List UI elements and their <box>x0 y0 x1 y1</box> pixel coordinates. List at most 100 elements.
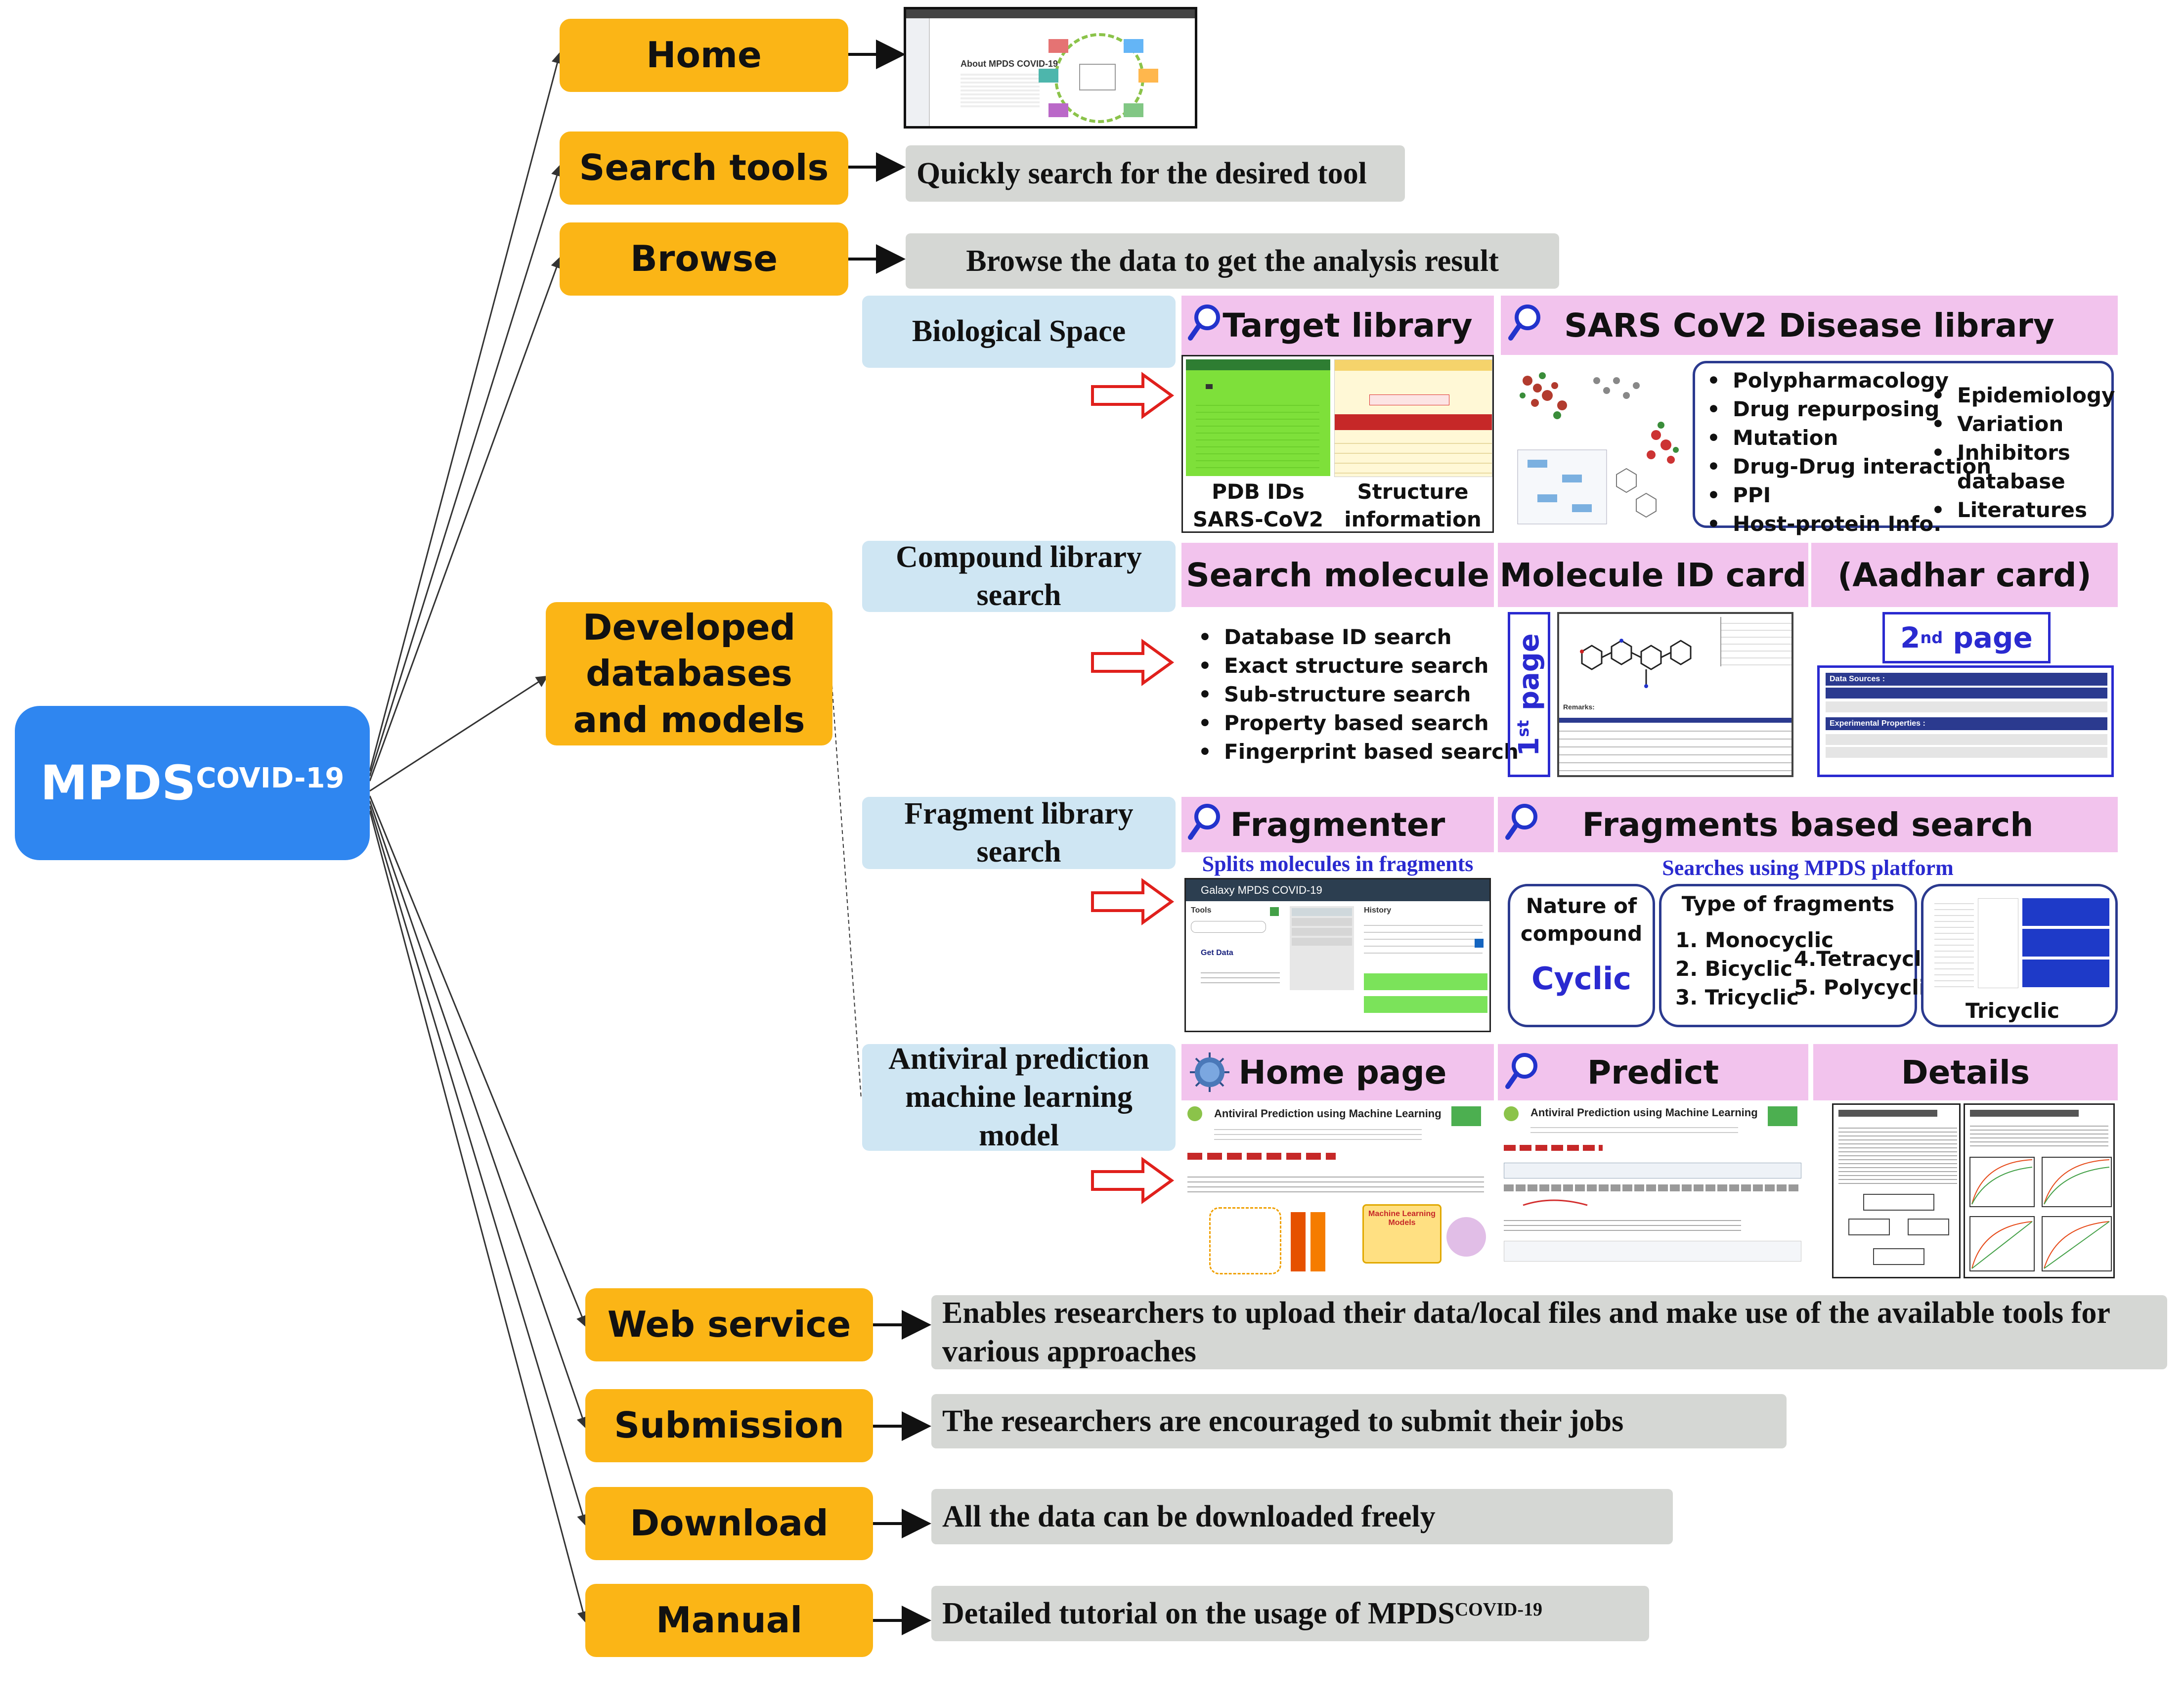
red-right-arrow-icon <box>1091 372 1175 1204</box>
disease-list-item: Variation <box>1931 410 2115 438</box>
fragments-search-subtitle: Searches using MPDS platform <box>1662 856 1954 880</box>
compound-library-label: Compound library search <box>862 540 1176 612</box>
molecule-id-card-header: Molecule ID card <box>1498 543 1808 607</box>
fragments-search-title: Fragments based search <box>1582 805 2034 844</box>
fragment-library-label: Fragment library search <box>862 797 1176 869</box>
submission-description: The researchers are encouraged to submit… <box>931 1394 1787 1448</box>
fragment-type-item: 3. Tricyclic <box>1675 985 1799 1009</box>
disease-library-header: SARS CoV2 Disease library <box>1501 296 2118 355</box>
disease-list-item: Inhibitors database <box>1931 438 2070 496</box>
disease-list-item: Mutation <box>1707 424 1991 452</box>
molecule-card-first-page: Remarks: <box>1557 612 1793 777</box>
second-page-number: 2 <box>1900 621 1921 655</box>
molecule-structure-icon <box>1580 639 1692 688</box>
download-button[interactable]: Download <box>585 1487 873 1560</box>
first-page-number: 1 <box>1513 737 1545 756</box>
disease-list-item: Drug repurposing <box>1707 395 1991 424</box>
antiviral-home-app-title: Antiviral Prediction using Machine Learn… <box>1214 1107 1441 1120</box>
details-report-left <box>1832 1103 1961 1278</box>
disease-library-list: Polypharmacology Drug repurposing Mutati… <box>1693 361 2115 538</box>
fragmenter-subtitle: Splits molecules in fragments <box>1202 852 1474 876</box>
center-node-sup: COVID-19 <box>196 762 345 794</box>
galaxy-history-label: History <box>1364 906 1392 915</box>
pdb-ids-caption: PDB IDs SARS-CoV2 <box>1192 480 1324 531</box>
home-thumb-title: About MPDS COVID-19 <box>961 59 1058 69</box>
target-library-title: Target library <box>1223 306 1473 345</box>
browse-description: Browse the data to get the analysis resu… <box>906 233 1559 289</box>
fragment-type-item: 4.Tetracyclic <box>1794 947 1941 971</box>
magnifier-icon <box>1188 804 1220 840</box>
type-title: Type of fragments <box>1681 892 1895 916</box>
structure-info-caption: Structure information <box>1344 480 1482 531</box>
nature-of-compound-box: Nature of compound Cyclic <box>1508 884 1655 1027</box>
disease-library-title: SARS CoV2 Disease library <box>1564 306 2054 345</box>
fragment-type-item: 1. Monocyclic <box>1675 928 1834 952</box>
web-service-description: Enables researchers to upload their data… <box>931 1295 2167 1369</box>
manual-button[interactable]: Manual <box>585 1584 873 1657</box>
search-option-item: Exact structure search <box>1198 652 1519 680</box>
fragmenter-header: Fragmenter <box>1181 797 1494 852</box>
web-service-button[interactable]: Web service <box>585 1288 873 1361</box>
magnifier-icon <box>1505 804 1537 840</box>
second-page-word: page <box>1953 621 2033 655</box>
search-tools-description: Quickly search for the desired tool <box>906 145 1405 202</box>
target-library-header: Target library <box>1181 296 1494 355</box>
predict-screenshot: Antiviral Prediction using Machine Learn… <box>1501 1103 1807 1278</box>
manual-description-text: Detailed tutorial on the usage of MPDS <box>942 1596 1455 1630</box>
antiviral-home-screenshot: Antiviral Prediction using Machine Learn… <box>1184 1103 1491 1278</box>
nature-title: Nature of compound <box>1520 894 1643 946</box>
submission-button[interactable]: Submission <box>585 1389 873 1462</box>
first-page-suffix: st <box>1513 720 1532 737</box>
experimental-properties-label: Experimental Properties : <box>1826 717 2107 730</box>
disease-list-item: PPI <box>1707 481 1991 510</box>
home-page-thumbnail: About MPDS COVID-19 <box>904 7 1197 129</box>
search-molecule-header: Search molecule <box>1181 543 1494 607</box>
virus-icon <box>1190 1052 1229 1092</box>
magnifier-icon <box>1508 305 1540 341</box>
magnifier-icon <box>1505 1053 1537 1089</box>
center-node-main: MPDS <box>40 755 196 811</box>
protein-structures-image <box>1508 361 1691 529</box>
aadhar-card-header: (Aadhar card) <box>1811 543 2118 607</box>
tricyclic-caption: Tricyclic <box>1965 999 2059 1023</box>
predict-app-title: Antiviral Prediction using Machine Learn… <box>1530 1106 1758 1119</box>
galaxy-tools-label: Tools <box>1191 906 1212 915</box>
magnifier-icon <box>1188 305 1220 341</box>
fragment-type-item: 5. Polycyclic <box>1794 975 1939 1000</box>
search-tools-button[interactable]: Search tools <box>560 131 848 205</box>
download-description: All the data can be downloaded freely <box>931 1489 1673 1544</box>
antiviral-home-title: Home page <box>1238 1053 1447 1092</box>
predict-header: Predict <box>1498 1044 1808 1100</box>
first-page-label: 1st page <box>1508 612 1550 777</box>
fragment-type-item: 2. Bicyclic <box>1675 957 1793 981</box>
first-page-word: page <box>1513 633 1545 710</box>
pdb-ids-thumbnail <box>1186 359 1330 476</box>
disease-list-item: Epidemiology <box>1931 381 2115 410</box>
type-of-fragments-box: Type of fragments 1. Monocyclic 2. Bicyc… <box>1659 884 1941 1027</box>
tricyclic-results-box: Tricyclic <box>1921 884 2118 1027</box>
disease-list-item: Polypharmacology <box>1707 366 1991 395</box>
structure-info-thumbnail <box>1334 359 1492 477</box>
search-molecule-list: Database ID search Exact structure searc… <box>1198 623 1519 766</box>
second-page-suffix: nd <box>1920 628 1943 647</box>
developed-databases-button[interactable]: Developed databases and models <box>546 602 832 745</box>
antiviral-prediction-label: Antiviral prediction machine learning mo… <box>862 1042 1176 1152</box>
predict-title: Predict <box>1587 1053 1719 1092</box>
details-header: Details <box>1813 1044 2118 1100</box>
manual-description-sup: COVID-19 <box>1454 1599 1543 1620</box>
search-option-item: Fingerprint based search <box>1198 738 1519 766</box>
home-button[interactable]: Home <box>560 19 848 92</box>
disease-list-item: Literatures <box>1931 496 2115 524</box>
galaxy-screenshot: Galaxy MPDS COVID-19 Tools Get Data Hist… <box>1184 878 1491 1032</box>
nature-value: Cyclic <box>1531 961 1631 997</box>
data-sources-label: Data Sources : <box>1826 673 2107 686</box>
disease-list-item: Host-protein Info. <box>1707 510 1991 538</box>
browse-button[interactable]: Browse <box>560 222 848 296</box>
fragmenter-title: Fragmenter <box>1230 805 1445 844</box>
molecule-card-second-page: Data Sources : Experimental Properties : <box>1817 665 2114 777</box>
antiviral-home-header: Home page <box>1181 1044 1494 1100</box>
search-option-item: Sub-structure search <box>1198 680 1519 709</box>
